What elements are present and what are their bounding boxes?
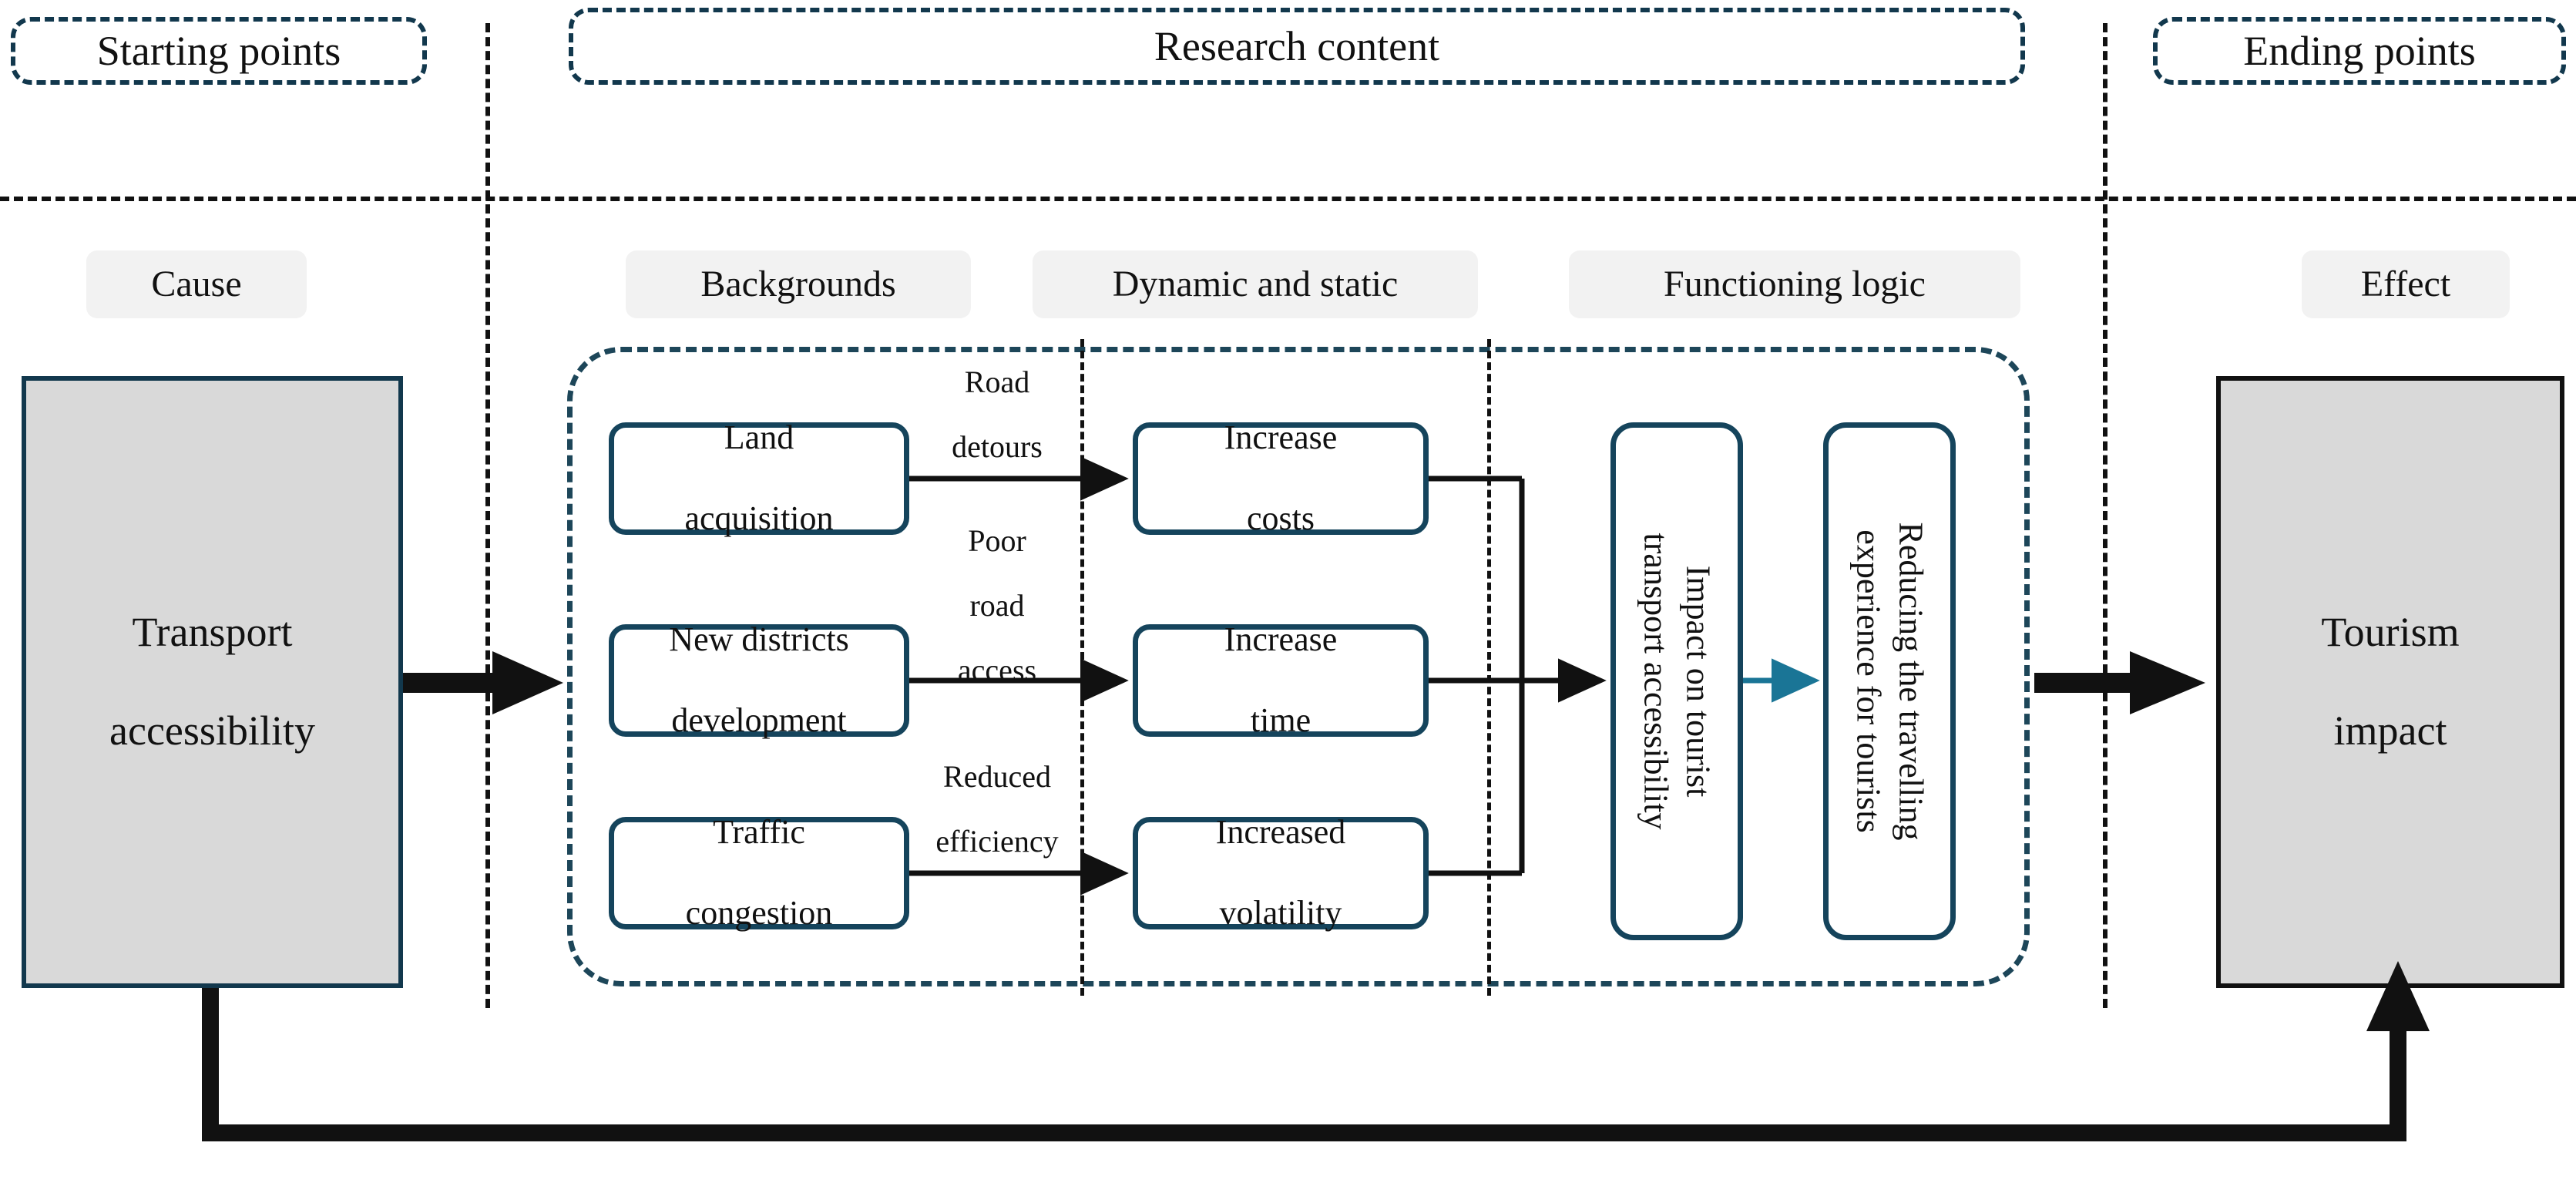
category-pill-dynamic-and-static: Dynamic and static	[1033, 250, 1478, 318]
band-chip-starting-points: Starting points	[11, 17, 427, 85]
node-increased-volatility: Increased volatility	[1133, 813, 1429, 932]
effect-box-tourism-impact: Tourism impact	[2216, 376, 2564, 988]
category-pill-functioning-logic: Functioning logic	[1569, 250, 2020, 318]
edge-label-poor-road-access-line1: Poor	[968, 523, 1026, 558]
node-increase-costs: Increase costs	[1133, 418, 1429, 537]
edge-label-poor-road-access-line3: access	[957, 653, 1037, 687]
edge-label-reduced-efficiency: Reduced efficiency	[908, 761, 1086, 858]
node-land-acquisition-line1: Land	[724, 418, 794, 456]
band-label-research-content: Research content	[1154, 23, 1440, 69]
cause-box-line1: Transport	[132, 609, 293, 656]
category-label-functioning-logic: Functioning logic	[1664, 264, 1926, 304]
node-reducing-line1: Reducing the travelling	[1892, 522, 1929, 841]
node-increased-volatility-line1: Increased	[1215, 812, 1346, 851]
node-land-acquisition: Land acquisition	[609, 418, 909, 537]
node-traffic-congestion: Traffic congestion	[609, 813, 909, 932]
category-label-dynamic-and-static: Dynamic and static	[1112, 264, 1399, 304]
effect-box-text: Tourism impact	[2321, 608, 2459, 755]
effect-box-line1: Tourism	[2321, 609, 2460, 656]
band-chip-research-content: Research content	[569, 8, 2025, 85]
divider-vertical-left	[485, 23, 490, 1008]
effect-box-line2: impact	[2333, 707, 2447, 754]
edge-label-reduced-efficiency-line2: efficiency	[935, 824, 1059, 859]
node-new-districts-development: New districts development	[609, 620, 909, 739]
node-increased-volatility-line2: volatility	[1219, 894, 1342, 933]
node-new-districts-line1: New districts	[669, 620, 849, 658]
band-chip-ending-points: Ending points	[2153, 17, 2566, 85]
node-impact-line2: transport accessibility	[1637, 533, 1674, 830]
edge-label-poor-road-access-line2: road	[969, 588, 1025, 623]
research-content-container	[567, 347, 2030, 986]
edge-label-road-detours-line1: Road	[964, 365, 1030, 399]
band-label-ending-points: Ending points	[2243, 28, 2476, 74]
node-impact-line1: Impact on tourist	[1679, 565, 1717, 798]
edge-label-road-detours: Road detours	[914, 366, 1080, 463]
edge-label-road-detours-line2: detours	[952, 429, 1043, 464]
category-pill-backgrounds: Backgrounds	[626, 250, 971, 318]
edge-label-reduced-efficiency-line1: Reduced	[943, 759, 1051, 794]
node-reducing-travelling-experience-for-tourists: Reducing the travelling experience for t…	[1823, 422, 1956, 940]
node-impact-on-tourist-transport-accessibility: Impact on tourist transport accessibilit…	[1610, 422, 1743, 940]
node-increase-costs-line1: Increase	[1224, 418, 1338, 456]
node-increase-costs-line2: costs	[1246, 499, 1315, 538]
cause-box-text: Transport accessibility	[109, 608, 315, 755]
category-pill-cause: Cause	[86, 250, 307, 318]
node-new-districts-line2: development	[671, 701, 847, 740]
node-increase-time: Increase time	[1133, 620, 1429, 739]
divider-vertical-right	[2103, 23, 2107, 1008]
divider-vertical-dynamic-logic	[1487, 339, 1491, 996]
category-label-cause: Cause	[151, 264, 242, 304]
category-label-backgrounds: Backgrounds	[700, 264, 896, 304]
arrow-cause-to-research	[403, 651, 563, 714]
header-divider-horizontal	[0, 197, 2576, 201]
node-increase-time-line1: Increase	[1224, 620, 1338, 658]
arrow-research-to-effect	[2034, 651, 2205, 714]
node-land-acquisition-line2: acquisition	[684, 499, 834, 538]
cause-box-line2: accessibility	[109, 707, 315, 754]
divider-vertical-backgrounds-dynamic	[1080, 339, 1084, 996]
category-label-effect: Effect	[2360, 264, 2451, 304]
arrow-feedback-loop	[202, 961, 2430, 1141]
cause-box-transport-accessibility: Transport accessibility	[22, 376, 403, 988]
edge-label-poor-road-access: Poor road access	[914, 525, 1080, 687]
node-traffic-congestion-line2: congestion	[685, 894, 833, 933]
node-increase-time-line2: time	[1250, 701, 1312, 740]
node-reducing-line2: experience for tourists	[1849, 529, 1887, 833]
band-label-starting-points: Starting points	[96, 28, 341, 74]
node-traffic-congestion-line1: Traffic	[713, 812, 805, 851]
category-pill-effect: Effect	[2302, 250, 2510, 318]
